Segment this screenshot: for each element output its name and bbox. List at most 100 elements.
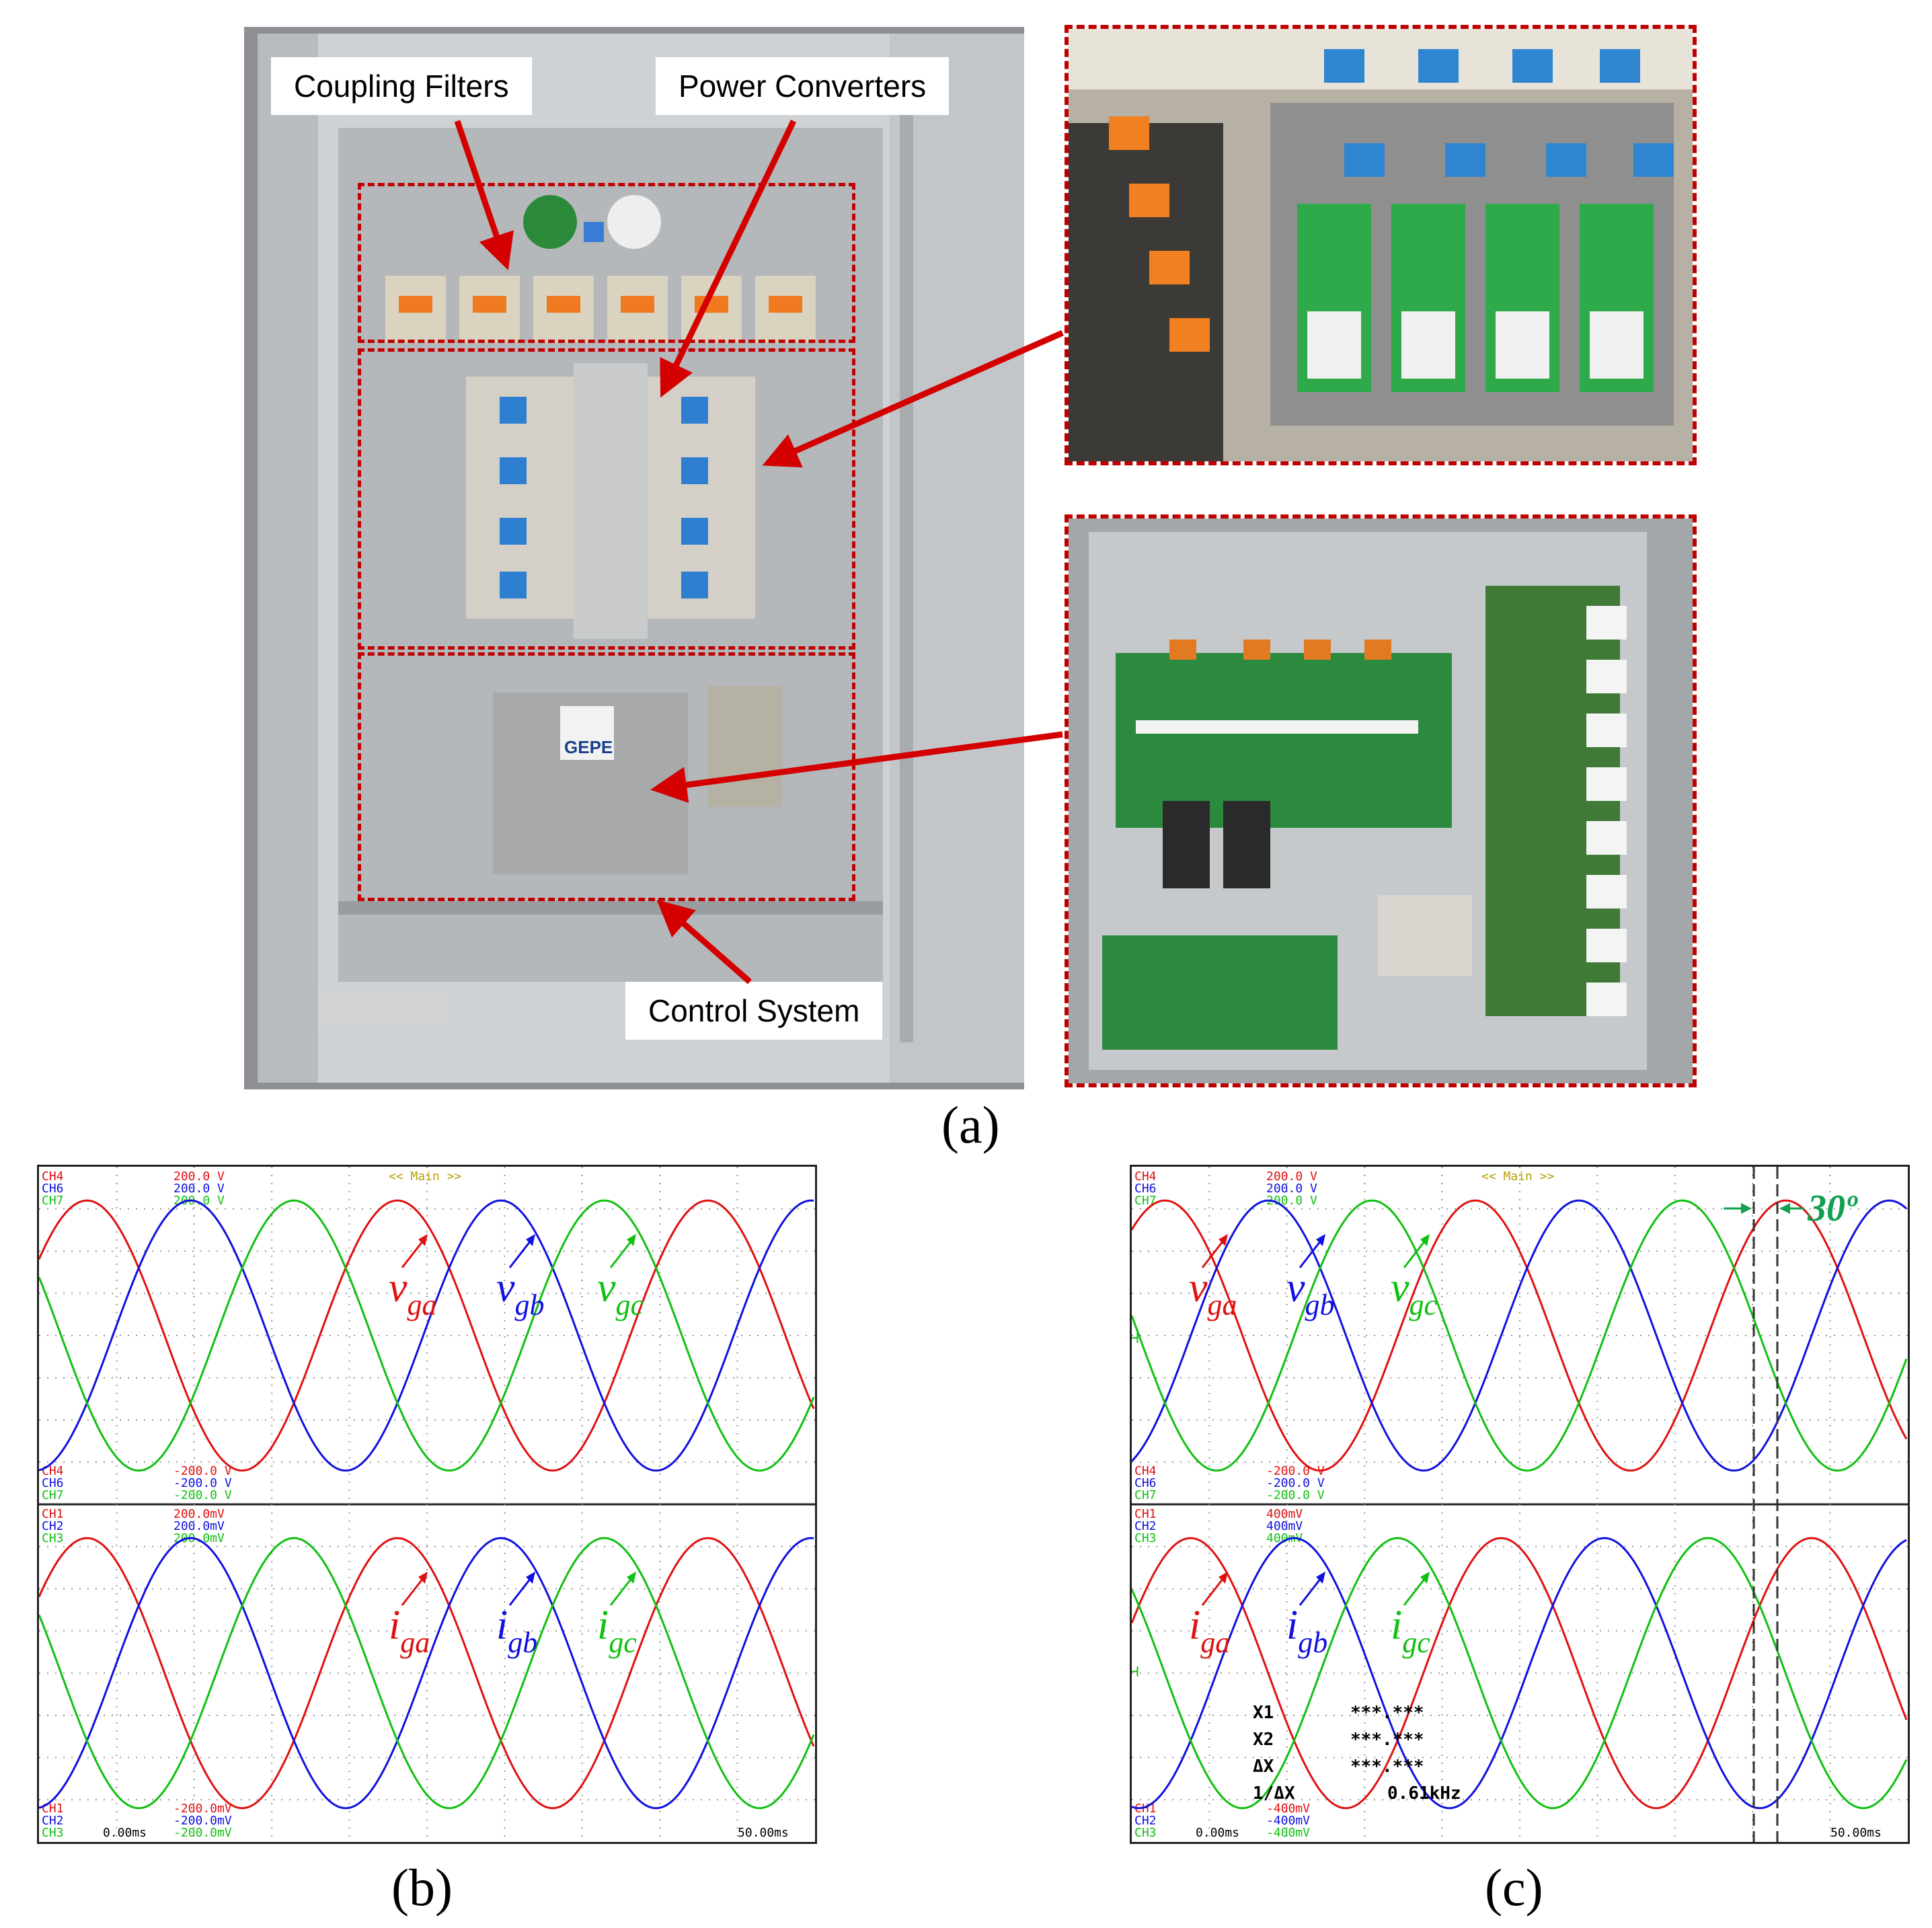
channel-label: CH7 [1134,1488,1157,1502]
arrow-power-converters [660,120,797,398]
channel-label: CH3 [1134,1826,1157,1840]
channel-label: CH7 [42,1194,64,1208]
channel-scale: -200.0 V [173,1476,232,1490]
waveform-label: igb [1286,1603,1327,1659]
cursor-readout-label: X1 [1253,1703,1274,1723]
waveform-label: vgc [1391,1265,1438,1321]
channel-label: CH4 [1134,1464,1157,1478]
channel-scale: -400mV [1266,1814,1310,1828]
time-start: 0.00ms [1196,1826,1239,1840]
cursor-readout-value: ***.*** [1350,1757,1424,1777]
channel-label: CH3 [1134,1531,1157,1545]
channel-label: CH3 [42,1826,64,1840]
label-arrowhead [1316,1572,1325,1584]
caption-b: (b) [391,1858,453,1917]
label-arrowhead [1219,1234,1228,1246]
label-arrowhead [1219,1572,1228,1584]
label-arrowhead [1420,1234,1430,1246]
channel-scale: -400mV [1266,1802,1310,1816]
channel-label: CH1 [42,1507,64,1521]
waveform-label: vga [1189,1265,1237,1321]
channel-scale: -200.0mV [173,1826,232,1840]
cursor-readout-label: 1/ΔX [1253,1783,1295,1804]
channel-label: CH6 [1134,1182,1157,1196]
channel-scale: 200.0 V [1266,1169,1317,1184]
callout-coupling-filters: Coupling Filters [271,57,532,115]
channel-scale: 400mV [1266,1519,1303,1533]
channel-scale: 400mV [1266,1531,1303,1545]
waveform-trace [39,1199,815,1472]
ground-marker: ⊣ [1132,1662,1138,1681]
channel-label: CH4 [42,1169,64,1184]
phase-arrowhead-left [1741,1203,1752,1214]
channel-label: CH7 [42,1488,64,1502]
channel-label: CH2 [1134,1519,1157,1533]
channel-scale: 200.0mV [173,1519,225,1533]
callout-control-system: Control System [625,982,883,1040]
label-arrowhead [418,1572,428,1584]
channel-scale: -200.0 V [1266,1488,1325,1502]
converter-closeup-photo [1065,25,1697,465]
arrow-converter-closeup [762,330,1064,468]
channel-scale: -200.0 V [173,1464,232,1478]
cursor-readout-label: ΔX [1253,1757,1274,1777]
filter-region-box [358,183,855,343]
channel-label: CH2 [1134,1814,1157,1828]
channel-scale: 200.0 V [1266,1182,1317,1196]
channel-label: CH1 [1134,1507,1157,1521]
callout-arrows [454,120,1064,985]
channel-scale: -200.0mV [173,1814,232,1828]
channel-label: CH3 [42,1531,64,1545]
waveform-label: igc [597,1603,637,1659]
channel-scale: -200.0mV [173,1802,232,1816]
waveform-trace [39,1199,814,1472]
waveform-label: iga [1189,1603,1230,1659]
callout-power-converters: Power Converters [656,57,950,115]
main-header: << Main >> [1481,1169,1555,1184]
time-end: 50.00ms [738,1826,789,1840]
channel-label: CH4 [1134,1169,1157,1184]
time-start: 0.00ms [103,1826,147,1840]
channel-label: CH6 [42,1476,64,1490]
control-closeup-photo [1065,514,1697,1087]
converter-region-box [358,348,855,650]
waveform-trace [39,1537,815,1810]
panel-a: GEPE Coupling Filters Power Converters C… [244,25,1697,1154]
channel-label: CH2 [42,1814,64,1828]
arrow-coupling-filters [454,120,514,271]
channel-scale: 200.0 V [173,1194,225,1208]
channel-scale: -200.0 V [1266,1476,1325,1490]
arrow-control-system [656,900,752,985]
waveform-trace [39,1537,814,1810]
waveform-label: vgc [597,1265,644,1321]
waveform-label: igc [1391,1603,1430,1659]
label-arrowhead [627,1572,636,1584]
arrow-control-closeup [650,731,1063,803]
cursor-readout-value: ***.*** [1350,1730,1424,1750]
phase-arrowhead-right [1779,1203,1790,1214]
main-header: << Main >> [389,1169,462,1184]
channel-scale: 200.0 V [173,1182,225,1196]
channel-scale: 200.0mV [173,1531,225,1545]
label-arrowhead [1316,1234,1325,1246]
waveform-label: vgb [496,1265,545,1321]
waveform-trace [39,1199,815,1472]
caption-a: (a) [941,1095,1000,1154]
label-arrowhead [627,1234,636,1246]
waveform-label: igb [496,1603,537,1659]
cursor-readout-value: 0.61kHz [1387,1783,1461,1804]
label-arrowhead [1420,1572,1430,1584]
cabinet-photo: GEPE [244,27,1024,1089]
waveform-trace [39,1537,815,1810]
control-region-box [358,652,855,901]
channel-scale: 400mV [1266,1507,1303,1521]
cursor-readout-label: X2 [1253,1730,1274,1750]
ground-marker: ⊣ [1132,1328,1138,1347]
channel-scale: -400mV [1266,1826,1310,1840]
channel-label: CH2 [42,1519,64,1533]
label-arrowhead [526,1234,535,1246]
channel-label: CH6 [42,1182,64,1196]
logo-text: GEPE [564,737,613,757]
